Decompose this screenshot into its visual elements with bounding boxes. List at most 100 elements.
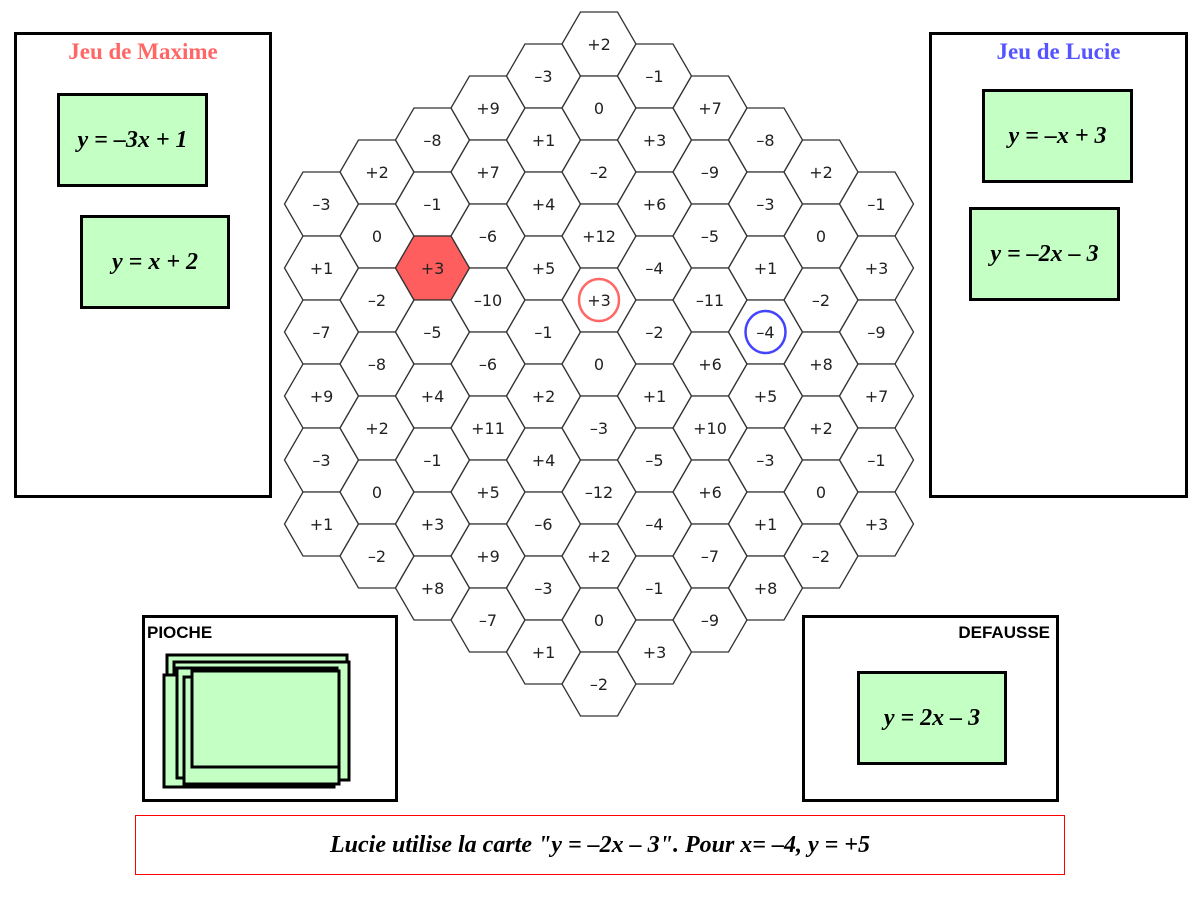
hex-cell[interactable]: +8 bbox=[783, 331, 859, 397]
hex-cell[interactable]: +5 bbox=[505, 235, 582, 301]
hex-cell[interactable]: –10 bbox=[450, 267, 526, 333]
hex-value: +2 bbox=[809, 163, 833, 182]
hex-cell[interactable]: –2 bbox=[783, 523, 859, 589]
hex-cell[interactable]: –1 bbox=[394, 427, 471, 493]
hex-cell[interactable]: +2 bbox=[339, 139, 415, 205]
hex-value: +2 bbox=[365, 419, 389, 438]
defausse-label: DEFAUSSE bbox=[958, 623, 1050, 642]
hex-cell[interactable]: +6 bbox=[672, 331, 748, 397]
hex-value: –3 bbox=[312, 195, 330, 214]
hex-value: –1 bbox=[534, 323, 552, 342]
hex-value: +2 bbox=[587, 547, 611, 566]
hex-cell[interactable]: –3 bbox=[561, 395, 637, 461]
hex-cell[interactable]: +9 bbox=[450, 523, 526, 589]
hex-value: +1 bbox=[310, 515, 334, 534]
hex-cell[interactable]: +3 bbox=[394, 491, 471, 557]
maxime-card-2[interactable]: y = x + 2 bbox=[80, 215, 230, 309]
hex-cell[interactable]: +1 bbox=[283, 491, 360, 557]
hex-cell[interactable]: –11 bbox=[672, 267, 748, 333]
hex-value: –3 bbox=[756, 195, 774, 214]
hex-value: –2 bbox=[645, 323, 663, 342]
hex-value: +2 bbox=[809, 419, 833, 438]
hex-value: –8 bbox=[368, 355, 386, 374]
hex-value: +8 bbox=[754, 579, 778, 598]
hex-cell[interactable]: +1 bbox=[616, 363, 693, 429]
hex-value: –5 bbox=[423, 323, 441, 342]
hex-value: +7 bbox=[865, 387, 889, 406]
hex-value: 0 bbox=[372, 227, 382, 246]
hex-cell[interactable]: +6 bbox=[672, 459, 748, 525]
hex-value: –2 bbox=[590, 163, 608, 182]
red-marker-circle bbox=[577, 277, 621, 323]
hex-value: 0 bbox=[372, 483, 382, 502]
hex-cell[interactable]: +8 bbox=[727, 555, 804, 621]
hex-value: –6 bbox=[479, 227, 497, 246]
hex-value: –1 bbox=[867, 451, 885, 470]
hex-value: +4 bbox=[532, 451, 556, 470]
hex-cell[interactable]: +4 bbox=[505, 171, 582, 237]
hex-value: –1 bbox=[867, 195, 885, 214]
hex-value: +3 bbox=[421, 259, 445, 278]
hex-cell[interactable]: –1 bbox=[616, 555, 693, 621]
hex-cell[interactable]: –1 bbox=[838, 427, 915, 493]
hex-cell[interactable]: –2 bbox=[339, 267, 415, 333]
hex-value: 0 bbox=[816, 227, 826, 246]
maxime-title: Jeu de Maxime bbox=[68, 39, 218, 64]
hex-value: +9 bbox=[476, 547, 500, 566]
hex-cell[interactable]: –6 bbox=[450, 203, 526, 269]
hex-cell[interactable]: +3 bbox=[561, 267, 637, 333]
hex-value: +11 bbox=[471, 419, 505, 438]
draw-pile[interactable] bbox=[142, 615, 398, 802]
hex-value: +6 bbox=[698, 355, 722, 374]
lucie-title: Jeu de Lucie bbox=[996, 39, 1121, 64]
hex-cell[interactable]: +12 bbox=[561, 203, 637, 269]
lucie-card-1[interactable]: y = –x + 3 bbox=[982, 89, 1133, 183]
hex-cell[interactable]: +3 bbox=[838, 235, 915, 301]
hex-value: –12 bbox=[585, 483, 613, 502]
discard-card[interactable]: y = 2x – 3 bbox=[857, 671, 1007, 765]
hex-cell[interactable]: –6 bbox=[505, 491, 582, 557]
hex-cell[interactable]: +4 bbox=[394, 363, 471, 429]
hex-cell[interactable]: –9 bbox=[838, 299, 915, 365]
hex-value: –3 bbox=[534, 579, 552, 598]
pioche-panel: PIOCHE bbox=[142, 615, 398, 802]
hex-value: –3 bbox=[756, 451, 774, 470]
hex-value: –1 bbox=[423, 195, 441, 214]
hex-value: +7 bbox=[698, 99, 722, 118]
hex-value: +1 bbox=[754, 259, 778, 278]
hex-cell[interactable]: +3 bbox=[838, 491, 915, 557]
hex-value: –10 bbox=[474, 291, 502, 310]
hex-cell[interactable]: –5 bbox=[672, 203, 748, 269]
hex-value: –1 bbox=[423, 451, 441, 470]
hex-value: –7 bbox=[479, 611, 497, 630]
pile-card bbox=[190, 669, 341, 769]
hex-cell[interactable]: +2 bbox=[783, 395, 859, 461]
hex-cell[interactable]: –1 bbox=[505, 299, 582, 365]
hex-value: +9 bbox=[476, 99, 500, 118]
hex-value: +1 bbox=[532, 643, 556, 662]
hex-value: +3 bbox=[865, 259, 889, 278]
maxime-card-1[interactable]: y = –3x + 1 bbox=[57, 93, 208, 187]
hex-value: +1 bbox=[532, 131, 556, 150]
hex-value: +4 bbox=[532, 195, 556, 214]
hex-value: –2 bbox=[368, 291, 386, 310]
hex-value: –4 bbox=[756, 323, 774, 342]
hex-value: +9 bbox=[310, 387, 334, 406]
hex-value: –7 bbox=[312, 323, 330, 342]
hex-value: –3 bbox=[534, 67, 552, 86]
hex-cell[interactable]: +4 bbox=[505, 427, 582, 493]
hex-value: +6 bbox=[643, 195, 667, 214]
hex-value: –6 bbox=[479, 355, 497, 374]
lucie-card-2[interactable]: y = –2x – 3 bbox=[969, 207, 1120, 301]
hex-value: –3 bbox=[312, 451, 330, 470]
hex-cell[interactable]: –7 bbox=[450, 587, 526, 653]
hex-value: +8 bbox=[809, 355, 833, 374]
hex-value: –2 bbox=[590, 675, 608, 694]
hex-cell[interactable]: –2 bbox=[561, 651, 637, 717]
hex-value: 0 bbox=[816, 483, 826, 502]
hex-cell[interactable]: –3 bbox=[727, 427, 804, 493]
pioche-label: PIOCHE bbox=[147, 623, 213, 642]
hex-value: –1 bbox=[645, 67, 663, 86]
status-message: Lucie utilise la carte "y = –2x – 3". Po… bbox=[135, 815, 1065, 875]
